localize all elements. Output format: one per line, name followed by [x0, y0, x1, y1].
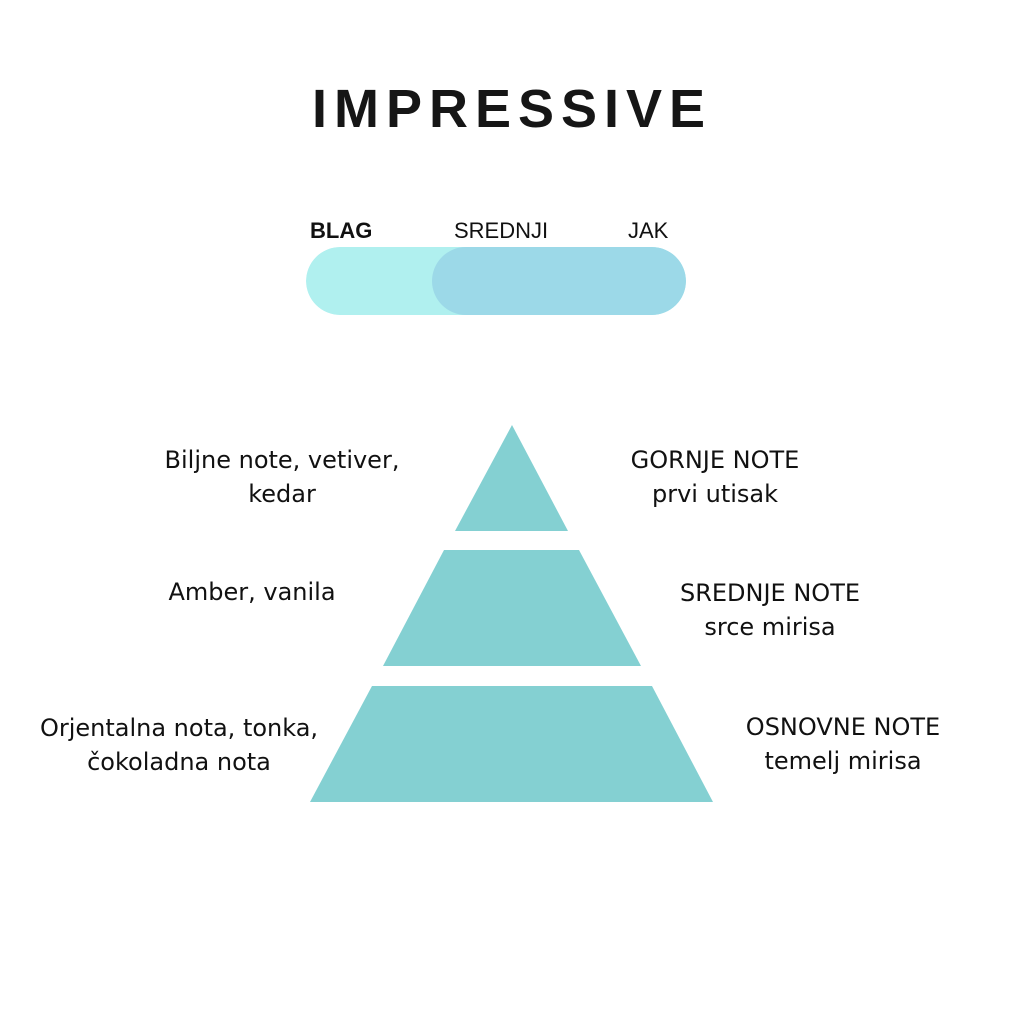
- base-notes-label: OSNOVNE NOTE temelj mirisa: [713, 710, 973, 778]
- base-notes-name: OSNOVNE NOTE: [745, 713, 941, 741]
- base-notes-ingredients-line2: čokoladna nota: [87, 748, 271, 776]
- top-notes-description: prvi utisak: [652, 480, 778, 508]
- top-notes-ingredients-line2: kedar: [248, 480, 316, 508]
- intensity-label-blag: BLAG: [310, 218, 373, 243]
- base-notes-ingredients-line1: Orjentalna nota, tonka,: [39, 714, 319, 742]
- top-notes-name: GORNJE NOTE: [630, 446, 800, 474]
- intensity-label-jak: JAK: [628, 218, 669, 243]
- middle-notes-name: SREDNJE NOTE: [679, 579, 861, 607]
- pyramid-base-tier: [310, 686, 713, 802]
- pyramid-middle-tier: [383, 550, 641, 666]
- pyramid-top-tier: [455, 425, 568, 531]
- top-notes-ingredients-line1: Biljne note, vetiver,: [164, 446, 400, 474]
- base-notes-ingredients: Orjentalna nota, tonka, čokoladna nota: [19, 711, 339, 779]
- intensity-track: [306, 247, 686, 315]
- base-notes-description: temelj mirisa: [764, 747, 922, 775]
- middle-notes-ingredients-line1: Amber, vanila: [168, 578, 336, 606]
- top-notes-label: GORNJE NOTE prvi utisak: [595, 443, 835, 511]
- middle-notes-label: SREDNJE NOTE srce mirisa: [645, 576, 895, 644]
- middle-notes-description: srce mirisa: [704, 613, 836, 641]
- product-title: IMPRESSIVE: [311, 79, 713, 139]
- top-notes-ingredients: Biljne note, vetiver, kedar: [132, 443, 432, 511]
- intensity-label-srednji: SREDNJI: [454, 218, 549, 243]
- intensity-track-fill: [432, 247, 686, 315]
- middle-notes-ingredients: Amber, vanila: [102, 575, 402, 609]
